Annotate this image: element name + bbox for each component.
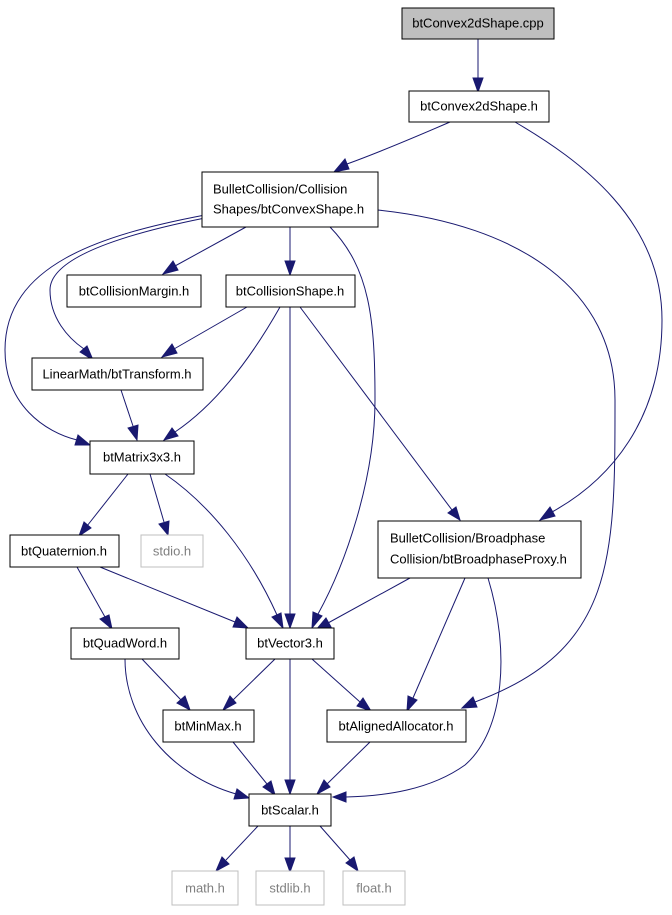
- edge-collisionshape-to-transform: [160, 306, 248, 358]
- svg-text:btMinMax.h: btMinMax.h: [174, 718, 241, 733]
- node-btscalar-h[interactable]: btScalar.h: [248, 793, 332, 827]
- svg-text:math.h: math.h: [185, 880, 225, 895]
- node-btquaternion-h[interactable]: btQuaternion.h: [9, 534, 120, 568]
- edge-collisionshape-to-vector: [284, 307, 296, 630]
- edge-cpp-to-convex2d-h: [472, 39, 484, 94]
- node-btbroadphaseproxy-h[interactable]: BulletCollision/Broadphase Collision/btB…: [377, 520, 582, 579]
- edge-convexshape-to-allocator: [377, 209, 616, 709]
- edge-collisionshape-to-matrix: [162, 306, 281, 441]
- edge-vector-to-allocator: [311, 658, 373, 712]
- svg-text:btQuadWord.h: btQuadWord.h: [83, 635, 167, 650]
- edge-vector-to-scalar: [284, 659, 296, 796]
- edge-convexshape-to-vector: [311, 226, 376, 630]
- node-stdio-h[interactable]: stdio.h: [140, 534, 204, 568]
- node-btconvex2dshape-cpp[interactable]: btConvex2dShape.cpp: [401, 7, 555, 40]
- svg-text:float.h: float.h: [356, 880, 391, 895]
- edge-scalar-to-math: [214, 825, 259, 873]
- svg-text:Collision/btBroadphaseProxy.h: Collision/btBroadphaseProxy.h: [390, 551, 567, 566]
- edge-minmax-to-scalar: [232, 741, 276, 797]
- node-math-h[interactable]: math.h: [171, 870, 239, 906]
- node-btconvexshape-h[interactable]: BulletCollision/Collision Shapes/btConve…: [201, 171, 379, 228]
- svg-text:btAlignedAllocator.h: btAlignedAllocator.h: [339, 718, 454, 733]
- node-stdlib-h[interactable]: stdlib.h: [255, 870, 325, 906]
- svg-text:btCollisionShape.h: btCollisionShape.h: [236, 283, 344, 298]
- edge-broadphaseproxy-to-vector: [314, 577, 411, 631]
- node-bttransform-h[interactable]: LinearMath/btTransform.h: [31, 357, 204, 391]
- svg-text:stdlib.h: stdlib.h: [269, 880, 310, 895]
- node-btcollisionmargin-h[interactable]: btCollisionMargin.h: [66, 274, 202, 308]
- edge-matrix-to-stdio: [149, 473, 170, 537]
- svg-text:btConvex2dShape.h: btConvex2dShape.h: [420, 98, 538, 113]
- edge-matrix-to-quaternion: [78, 473, 129, 538]
- node-float-h[interactable]: float.h: [342, 870, 406, 906]
- edge-broadphaseproxy-to-allocator: [406, 577, 466, 713]
- node-btmatrix3x3-h[interactable]: btMatrix3x3.h: [89, 440, 195, 475]
- edge-quaternion-to-vector: [99, 566, 250, 629]
- svg-text:btQuaternion.h: btQuaternion.h: [21, 543, 107, 558]
- svg-text:btScalar.h: btScalar.h: [261, 802, 319, 817]
- edge-convexshape-to-collisionshape: [284, 227, 296, 277]
- svg-text:LinearMath/btTransform.h: LinearMath/btTransform.h: [42, 366, 191, 381]
- svg-text:btConvex2dShape.cpp: btConvex2dShape.cpp: [412, 15, 544, 30]
- edge-quadword-to-scalar: [124, 658, 251, 800]
- edge-convex2d-h-to-convexshape: [332, 121, 451, 173]
- node-btalignedallocator-h[interactable]: btAlignedAllocator.h: [326, 709, 467, 743]
- edge-collisionshape-to-broadphaseproxy: [299, 306, 461, 522]
- edge-allocator-to-scalar: [315, 741, 371, 796]
- edge-convexshape-to-transform: [49, 217, 206, 362]
- svg-text:btVector3.h: btVector3.h: [257, 635, 323, 650]
- edge-quadword-to-minmax: [141, 658, 191, 712]
- edge-convexshape-to-margin: [161, 226, 247, 275]
- node-btminmax-h[interactable]: btMinMax.h: [162, 709, 255, 743]
- svg-text:BulletCollision/Collision: BulletCollision/Collision: [213, 181, 347, 196]
- edge-quaternion-to-quadword: [76, 566, 113, 631]
- node-btconvex2dshape-h[interactable]: btConvex2dShape.h: [408, 90, 550, 123]
- edge-broadphaseproxy-to-scalar: [331, 577, 502, 803]
- edge-vector-to-minmax: [221, 658, 276, 712]
- node-btquadword-h[interactable]: btQuadWord.h: [70, 627, 180, 660]
- edge-transform-to-matrix: [120, 389, 139, 442]
- edge-scalar-to-float: [319, 825, 359, 873]
- svg-text:BulletCollision/Broadphase: BulletCollision/Broadphase: [390, 530, 545, 545]
- edge-matrix-to-vector: [164, 473, 284, 630]
- svg-text:btCollisionMargin.h: btCollisionMargin.h: [79, 283, 190, 298]
- svg-text:Shapes/btConvexShape.h: Shapes/btConvexShape.h: [213, 201, 364, 216]
- edge-convex2d-h-to-broadphaseproxy: [514, 121, 663, 521]
- edge-convexshape-to-matrix: [4, 214, 206, 446]
- svg-text:btMatrix3x3.h: btMatrix3x3.h: [103, 449, 181, 464]
- node-btvector3-h[interactable]: btVector3.h: [245, 627, 335, 660]
- svg-text:stdio.h: stdio.h: [153, 543, 191, 558]
- edge-scalar-to-stdlib: [284, 826, 296, 874]
- node-btcollisionshape-h[interactable]: btCollisionShape.h: [225, 274, 356, 308]
